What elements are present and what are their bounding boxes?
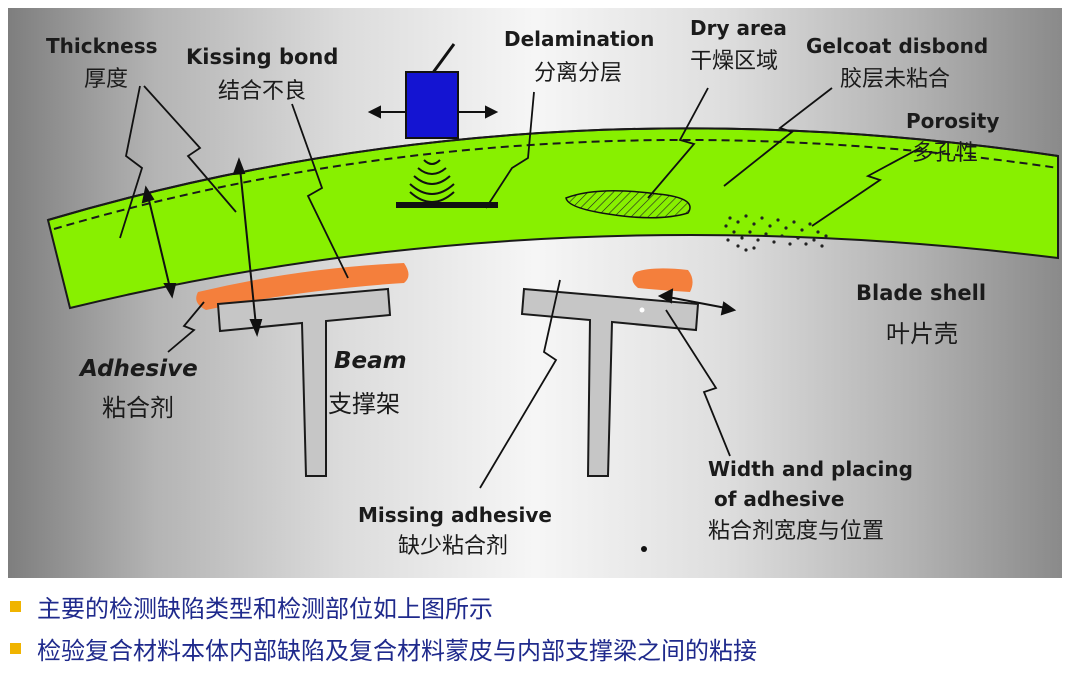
marker-dot-2 [641,546,647,552]
label-width-placing-zh: 粘合剂宽度与位置 [708,519,884,544]
ndt-defect-diagram: Thickness 厚度 Kissing bond 结合不良 Delaminat… [8,8,1062,578]
ultrasonic-transducer-icon [405,71,459,139]
label-porosity-en: Porosity [906,109,999,133]
bullet-item: 检验复合材料本体内部缺陷及复合材料蒙皮与内部支撑梁之间的粘接 [8,627,1068,669]
width-adhesive-arrow [657,288,737,316]
gelcoat-layer [47,127,1059,221]
label-blade-shell-en: Blade shell [856,281,986,305]
sound-wave-icon [409,159,455,203]
dry-area-defect [565,190,691,219]
label-blade-shell-zh: 叶片壳 [886,320,958,348]
label-gelcoat-disbond-en: Gelcoat disbond [806,34,988,58]
diagram-svg: Thickness 厚度 Kissing bond 结合不良 Delaminat… [46,16,1059,559]
label-dry-area-zh: 干燥区域 [690,49,778,74]
label-thickness-en: Thickness [46,34,158,58]
label-width-placing-en2: of adhesive [714,487,844,511]
label-beam-zh: 支撑架 [328,390,400,418]
label-missing-adhesive-en: Missing adhesive [358,503,552,527]
adhesive-right [632,268,693,292]
label-kissing-bond-zh: 结合不良 [218,79,306,104]
label-delamination-en: Delamination [504,27,654,51]
leader-lines [119,85,921,489]
bullet-square-icon [10,642,21,654]
gelcoat-dashed-line [53,139,1059,230]
label-thickness-zh: 厚度 [84,67,128,92]
label-dry-area-en: Dry area [690,16,787,40]
label-gelcoat-disbond-zh: 胶层未粘合 [840,67,950,92]
bullet-square-icon [10,600,21,612]
marker-dot-1 [639,307,645,313]
transducer-cable [430,43,456,75]
beam-right [520,287,700,477]
bullet-item: 主要的检测缺陷类型和检测部位如上图所示 [8,585,1068,627]
beam-left [216,287,392,477]
kissing-bond-arrow [232,157,263,337]
label-missing-adhesive-zh: 缺少粘合剂 [398,534,508,559]
label-beam-en: Beam [334,348,407,374]
thickness-arrow [141,185,177,299]
bullet-list: 主要的检测缺陷类型和检测部位如上图所示 检验复合材料本体内部缺陷及复合材料蒙皮与… [8,585,1068,669]
label-adhesive-en: Adhesive [78,356,198,382]
label-adhesive-zh: 粘合剂 [102,394,174,422]
label-width-placing-en1: Width and placing [708,457,913,481]
porosity-defect [724,214,828,252]
double-arrow-icon [367,105,499,119]
label-porosity-zh: 多孔性 [912,141,978,166]
label-kissing-bond-en: Kissing bond [186,45,338,69]
adhesive-left [196,263,409,310]
bullet-text: 主要的检测缺陷类型和检测部位如上图所示 [37,594,493,623]
label-delamination-zh: 分离分层 [534,61,622,86]
bullet-text: 检验复合材料本体内部缺陷及复合材料蒙皮与内部支撑梁之间的粘接 [37,636,757,665]
